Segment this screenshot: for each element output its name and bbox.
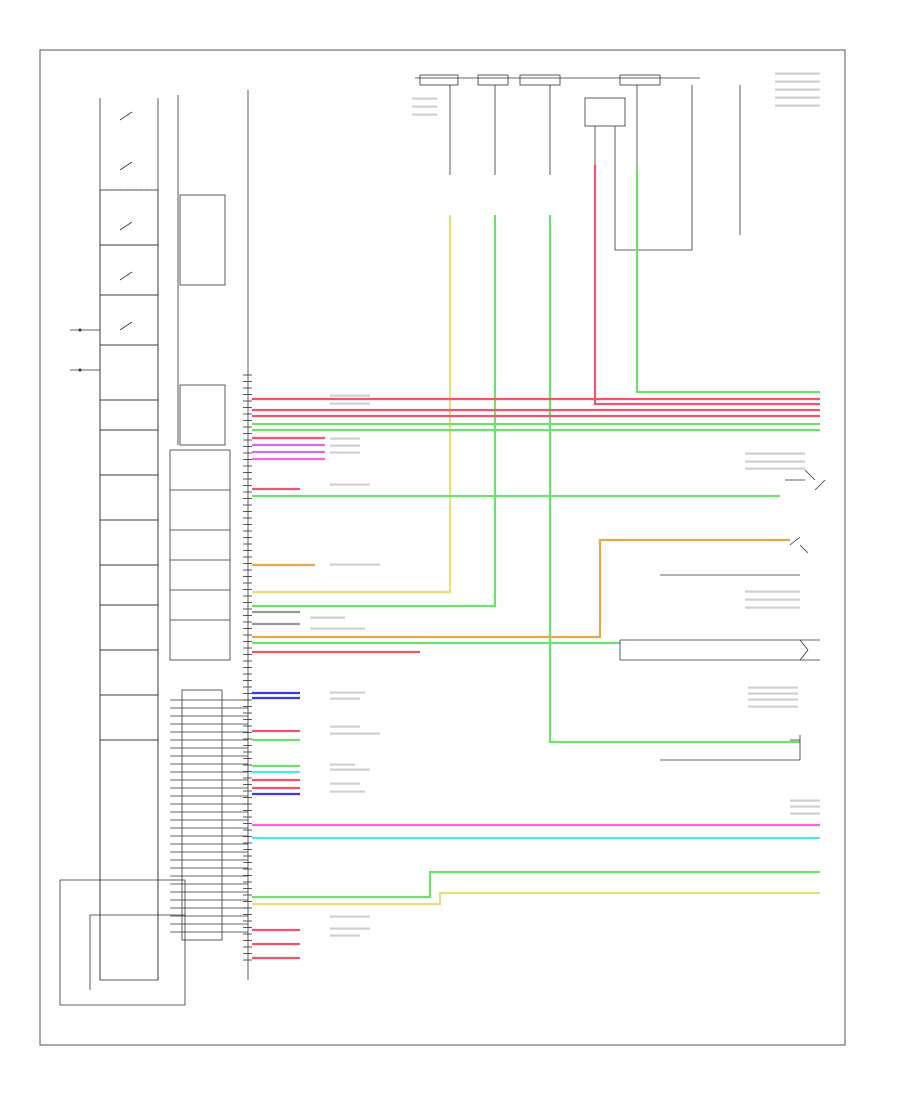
wire-yellow-1 — [252, 215, 452, 594]
block-4 — [99, 344, 159, 401]
wires — [252, 165, 820, 960]
label-mark — [775, 80, 820, 83]
block-11 — [99, 649, 159, 696]
connector-column — [59, 90, 249, 1006]
wire-green-3 — [635, 165, 820, 394]
label-mark — [330, 483, 370, 486]
label-mark — [775, 88, 820, 91]
inner-block-4 — [181, 689, 223, 941]
label-mark — [330, 451, 360, 454]
diagram-frame — [39, 49, 846, 1046]
label-mark — [330, 732, 380, 735]
label-mark — [330, 697, 360, 700]
block-7 — [99, 474, 159, 521]
label-mark — [745, 467, 805, 470]
inner-block-1 — [179, 194, 226, 286]
label-mark — [775, 72, 820, 75]
block-13 — [99, 739, 159, 981]
label-mark — [748, 692, 798, 695]
fuse-box-3 — [519, 74, 561, 86]
label-mark — [745, 452, 805, 455]
label-mark — [310, 616, 345, 619]
label-marks — [310, 72, 820, 937]
label-mark — [330, 768, 370, 771]
block-1 — [99, 189, 159, 246]
block-10 — [99, 604, 159, 651]
label-mark — [330, 915, 370, 918]
label-mark — [745, 598, 800, 601]
inner-block-2 — [179, 384, 226, 446]
label-mark — [412, 105, 437, 108]
label-mark — [330, 934, 360, 937]
wire-green-2 — [548, 215, 800, 744]
label-mark — [330, 394, 370, 397]
label-mark — [330, 563, 380, 566]
label-mark — [775, 104, 820, 107]
fuse-area — [415, 74, 741, 251]
block-5 — [99, 399, 159, 431]
label-mark — [790, 799, 820, 802]
label-mark — [775, 96, 820, 99]
wire-green-1 — [252, 215, 497, 608]
label-mark — [748, 698, 798, 701]
label-mark — [790, 812, 820, 815]
pin-ticks — [170, 374, 252, 961]
block-2 — [99, 244, 159, 296]
label-mark — [330, 402, 370, 405]
label-mark — [330, 437, 360, 440]
label-mark — [310, 627, 365, 630]
label-mark — [330, 790, 365, 793]
label-mark — [412, 113, 437, 116]
block-9 — [99, 564, 159, 606]
wire-red-1 — [593, 165, 820, 406]
wire-yellow-2 — [252, 891, 820, 906]
fuse-box-2 — [477, 74, 509, 86]
right-components — [619, 469, 826, 761]
block-6 — [99, 429, 159, 476]
left-pins — [70, 328, 100, 372]
label-mark — [330, 691, 365, 694]
label-mark — [745, 590, 800, 593]
label-mark — [330, 927, 370, 930]
label-mark — [748, 705, 798, 708]
relay-box — [584, 97, 626, 127]
fuse-box-1 — [419, 74, 459, 86]
block-8 — [99, 519, 159, 566]
label-mark — [330, 763, 355, 766]
wire-green-8 — [252, 870, 820, 899]
label-mark — [745, 460, 805, 463]
label-mark — [745, 606, 800, 609]
label-mark — [330, 444, 360, 447]
wire-orange-1 — [252, 538, 790, 639]
label-mark — [412, 97, 437, 100]
fuse-box-4 — [619, 74, 661, 86]
block-3 — [99, 294, 159, 346]
label-mark — [330, 725, 360, 728]
component-column — [99, 98, 159, 981]
block-12 — [99, 694, 159, 741]
label-mark — [748, 686, 798, 689]
label-mark — [330, 782, 360, 785]
inner-block-3 — [169, 449, 231, 661]
label-mark — [790, 805, 820, 808]
